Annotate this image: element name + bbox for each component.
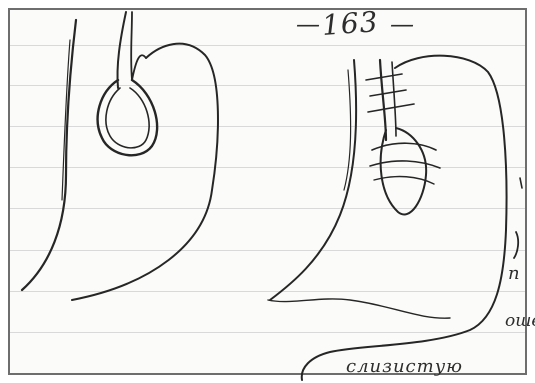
margin-mark (520, 178, 522, 188)
page-number-dash-right: — (390, 12, 414, 36)
handwritten-fragment: оше (505, 313, 535, 330)
right-stomach-body-line (302, 56, 507, 380)
left-esophagus-line (117, 12, 126, 88)
handwritten-fragment: п (508, 265, 520, 283)
page-number: 163 (321, 8, 379, 40)
right-ligated-sac (381, 128, 427, 214)
page-number-dash-left: — (296, 12, 320, 36)
right-tube-line (380, 60, 386, 140)
right-tube-line-2 (392, 62, 396, 136)
suture-stitch (368, 104, 414, 112)
suture-stitch (366, 74, 402, 80)
left-loop-inner (106, 88, 149, 148)
left-stomach-outer-line (72, 44, 218, 300)
margin-mark (514, 232, 518, 258)
right-stomach-outer-line-2 (344, 70, 351, 190)
left-stomach-inner-line (22, 20, 76, 290)
left-esophagus-line-2 (131, 12, 146, 80)
handwritten-fragment: слизистую (346, 358, 463, 376)
right-stomach-outer-line (270, 60, 356, 300)
suture-stitch (370, 90, 406, 96)
right-stomach-lower-curve (268, 299, 450, 318)
